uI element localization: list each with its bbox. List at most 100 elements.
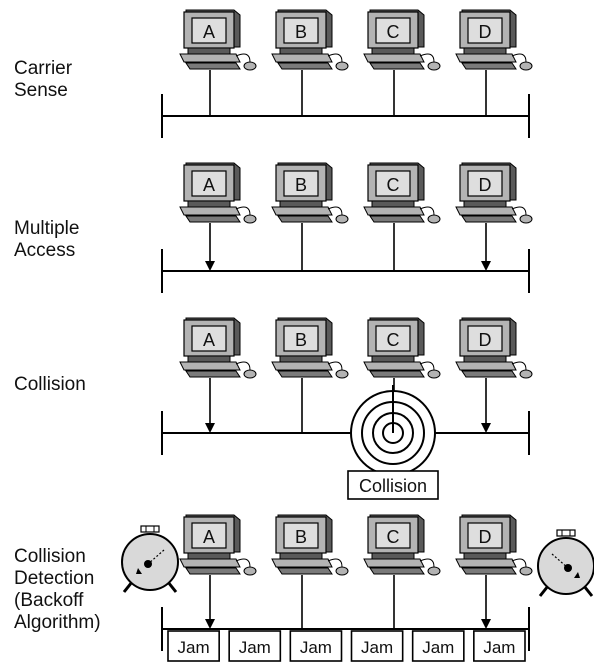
station-label: C: [387, 527, 400, 547]
computer-b: B: [272, 163, 348, 223]
station-label: C: [387, 22, 400, 42]
mouse-icon: [428, 370, 440, 378]
monitor-stand: [188, 356, 230, 362]
station-label: C: [387, 330, 400, 350]
computer-c: C: [364, 515, 440, 575]
keyboard-base: [462, 63, 516, 69]
keyboard-base: [370, 568, 424, 574]
keyboard-icon: [272, 207, 332, 215]
clock-top: [141, 526, 159, 532]
mouse-icon: [244, 62, 256, 70]
computer-b: B: [272, 318, 348, 378]
jam-label: Jam: [239, 638, 271, 657]
panel-3: ABCDCollision: [162, 318, 532, 499]
jam-label: Jam: [361, 638, 393, 657]
jam-signals: JamJamJamJamJamJam: [168, 631, 525, 661]
monitor-stand: [464, 48, 506, 54]
monitor-stand: [464, 356, 506, 362]
keyboard-base: [278, 63, 332, 69]
mouse-icon: [520, 215, 532, 223]
keyboard-icon: [272, 54, 332, 62]
monitor-stand: [188, 201, 230, 207]
keyboard-base: [278, 568, 332, 574]
arrow-head: [481, 423, 491, 433]
monitor-stand: [372, 553, 414, 559]
panel-4: ABCDJamJamJamJamJamJam: [122, 515, 594, 661]
keyboard-icon: [180, 207, 240, 215]
station-label: D: [479, 175, 492, 195]
computer-b: B: [272, 515, 348, 575]
keyboard-base: [278, 371, 332, 377]
station-label: B: [295, 22, 307, 42]
keyboard-base: [462, 371, 516, 377]
keyboard-icon: [272, 362, 332, 370]
station-label: A: [203, 527, 215, 547]
jam-label: Jam: [178, 638, 210, 657]
mouse-icon: [428, 215, 440, 223]
keyboard-icon: [180, 362, 240, 370]
jam-label: Jam: [300, 638, 332, 657]
keyboard-base: [370, 63, 424, 69]
monitor-stand: [464, 201, 506, 207]
arrow-head: [205, 423, 215, 433]
station-label: B: [295, 527, 307, 547]
keyboard-icon: [364, 559, 424, 567]
clock-top: [557, 530, 575, 536]
mouse-icon: [520, 370, 532, 378]
panel-1: A B C D: [162, 10, 532, 138]
arrow-head: [481, 261, 491, 271]
monitor-stand: [372, 201, 414, 207]
station-label: D: [479, 527, 492, 547]
mouse-icon: [520, 62, 532, 70]
keyboard-icon: [364, 207, 424, 215]
station-label: A: [203, 22, 215, 42]
computer-a: A: [180, 515, 256, 575]
mouse-icon: [336, 215, 348, 223]
arrow-head: [205, 619, 215, 629]
keyboard-icon: [456, 54, 516, 62]
station-label: D: [479, 22, 492, 42]
computer-b: B: [272, 10, 348, 70]
keyboard-icon: [456, 207, 516, 215]
station-label: A: [203, 330, 215, 350]
computer-a: A: [180, 318, 256, 378]
monitor-stand: [188, 553, 230, 559]
mouse-icon: [244, 215, 256, 223]
keyboard-base: [186, 371, 240, 377]
station-label: B: [295, 330, 307, 350]
keyboard-base: [186, 63, 240, 69]
mouse-icon: [336, 370, 348, 378]
monitor-stand: [280, 201, 322, 207]
computer-c: C: [364, 318, 440, 378]
monitor-stand: [372, 356, 414, 362]
clock-left-icon: [122, 526, 178, 592]
computer-a: A: [180, 10, 256, 70]
keyboard-base: [462, 568, 516, 574]
station-label: A: [203, 175, 215, 195]
jam-label: Jam: [422, 638, 454, 657]
station-label: B: [295, 175, 307, 195]
mouse-icon: [336, 62, 348, 70]
collision-burst: Collision: [348, 385, 438, 499]
mouse-icon: [520, 567, 532, 575]
keyboard-icon: [180, 54, 240, 62]
keyboard-base: [278, 216, 332, 222]
mouse-icon: [244, 370, 256, 378]
computer-d: D: [456, 515, 532, 575]
keyboard-icon: [456, 559, 516, 567]
arrow-head: [205, 261, 215, 271]
computer-c: C: [364, 10, 440, 70]
keyboard-icon: [180, 559, 240, 567]
arrow-head: [481, 619, 491, 629]
keyboard-icon: [364, 54, 424, 62]
keyboard-base: [186, 216, 240, 222]
keyboard-icon: [456, 362, 516, 370]
keyboard-base: [370, 371, 424, 377]
monitor-stand: [188, 48, 230, 54]
clock-center: [144, 560, 152, 568]
keyboard-icon: [272, 559, 332, 567]
keyboard-icon: [364, 362, 424, 370]
panel-2: A B C D: [162, 163, 532, 293]
clock-center: [564, 564, 572, 572]
station-label: C: [387, 175, 400, 195]
